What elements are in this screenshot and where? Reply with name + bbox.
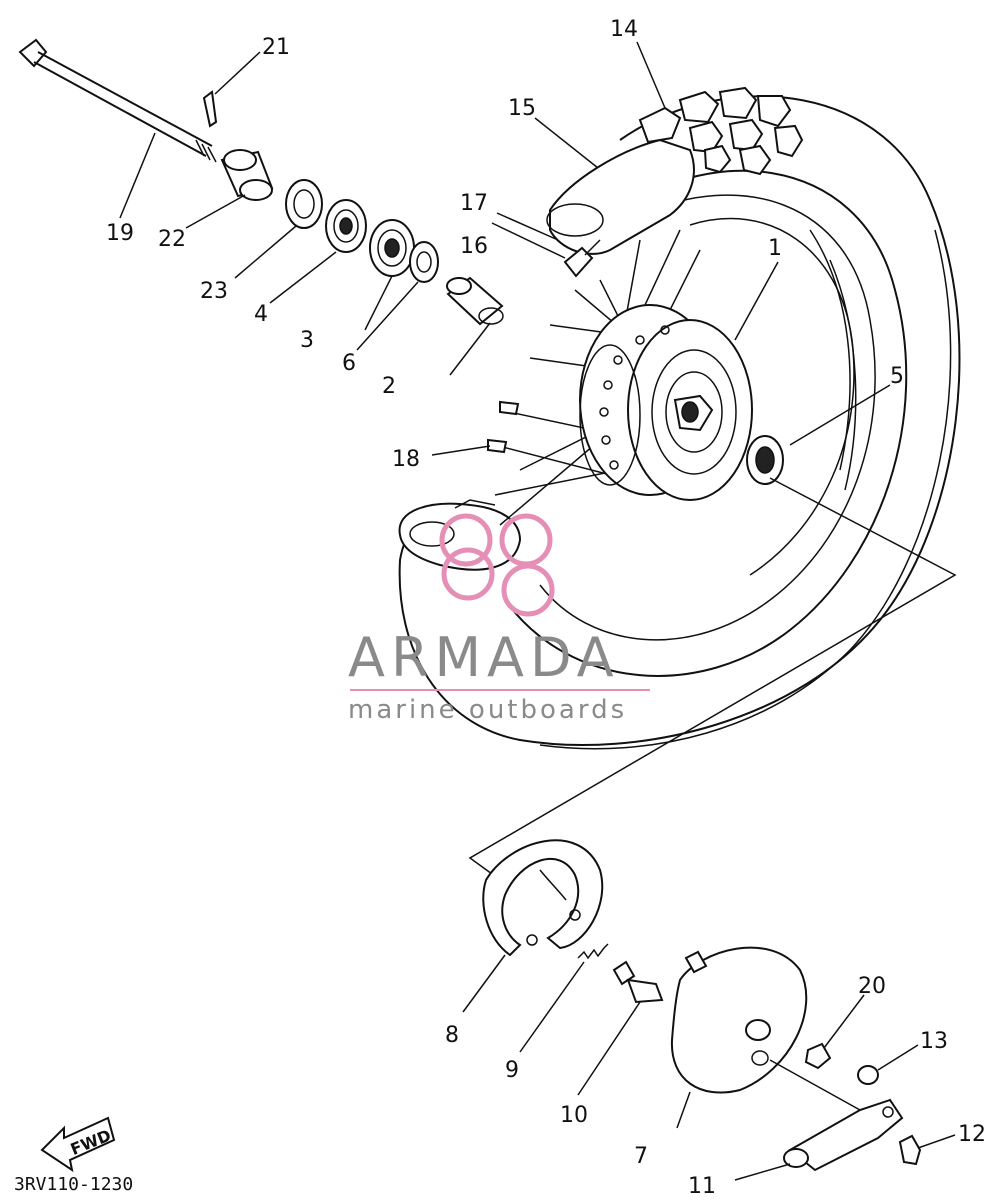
brake-shoe-plate-7 [670, 946, 808, 1094]
callout-18: 18 [392, 447, 420, 472]
oil-seal-6 [409, 241, 439, 283]
callout-10: 10 [560, 1103, 588, 1128]
callout-14: 14 [610, 17, 638, 42]
callout-16: 16 [460, 234, 488, 259]
exploded-guide-line [468, 477, 957, 875]
oil-seal-5 [746, 435, 784, 485]
callout-6: 6 [342, 351, 356, 376]
spring-9 [577, 943, 609, 960]
watermark-tagline: marine outboards [348, 695, 627, 725]
callout-4: 4 [254, 302, 268, 327]
bearing-3 [369, 219, 415, 277]
tire-cross-section [398, 502, 522, 571]
watermark: ARMADA marine outboards [348, 513, 650, 725]
callout-21: 21 [262, 35, 290, 60]
watermark-brand: ARMADA [348, 626, 620, 689]
hub [579, 304, 753, 501]
tire-section-top [549, 138, 695, 255]
bearing-4 [325, 199, 367, 253]
callout-23: 23 [200, 279, 228, 304]
spoke-nipple-upper [499, 400, 520, 416]
callout-9: 9 [505, 1058, 519, 1083]
brake-shoe-8 [482, 839, 604, 957]
rim-outer [504, 169, 908, 677]
callout-1: 1 [768, 236, 782, 261]
leader-lines [119, 41, 956, 1181]
callout-numbers: 1 2 3 4 5 6 7 8 9 10 11 12 13 14 15 16 1… [106, 17, 986, 1199]
cotter-pin-21 [202, 90, 218, 128]
callout-12: 12 [958, 1122, 986, 1147]
spacer-2 [446, 276, 504, 326]
callout-13: 13 [920, 1029, 948, 1054]
cam-lever-11 [783, 1098, 904, 1172]
axle-19 [18, 38, 217, 163]
watermark-logo [439, 513, 555, 617]
tire-outline [398, 95, 961, 746]
callout-22: 22 [158, 227, 186, 252]
tire-tread [638, 86, 804, 176]
nut-20 [804, 1042, 832, 1070]
wheel-assembly [398, 86, 961, 750]
callout-8: 8 [445, 1023, 459, 1048]
callout-7: 7 [634, 1144, 648, 1169]
callout-11: 11 [688, 1174, 716, 1199]
spoke-nipple-lower [487, 438, 508, 454]
callout-5: 5 [890, 364, 904, 389]
callout-20: 20 [858, 974, 886, 999]
fwd-arrow-icon: FWD [40, 1116, 116, 1173]
callout-2: 2 [382, 374, 396, 399]
cam-10 [612, 960, 664, 1004]
callout-19: 19 [106, 221, 134, 246]
drawing-code: 3RV110-1230 [14, 1174, 133, 1195]
oil-seal-23 [285, 179, 323, 229]
callout-17: 17 [460, 191, 488, 216]
collar-22 [220, 149, 274, 201]
callout-3: 3 [300, 328, 314, 353]
callout-15: 15 [508, 96, 536, 121]
bolt-12 [898, 1134, 922, 1166]
washer-13 [857, 1065, 879, 1085]
